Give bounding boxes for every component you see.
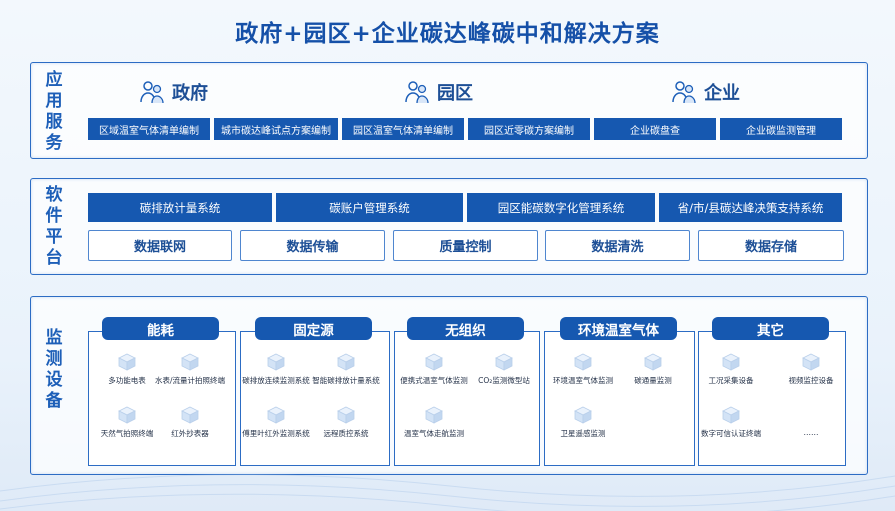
device-cube-icon <box>337 406 355 424</box>
device-group-title: 环境温室气体 <box>560 317 677 340</box>
application-services-label: 应用服务 <box>45 70 63 153</box>
device-item-label: 红外抄表器 <box>171 429 209 438</box>
device-item-label: 便携式温室气体监测 <box>400 376 468 385</box>
page-title: 政府+园区+企业碳达峰碳中和解决方案 <box>235 21 660 47</box>
device-item-label: CO₂监测微型站 <box>478 376 530 385</box>
device-cube-icon <box>574 406 592 424</box>
device-item[interactable]: 温室气体走航监测 <box>395 405 473 439</box>
device-cube-icon <box>118 353 136 371</box>
category-label: 企业 <box>704 83 740 104</box>
app-button-regional-ghg[interactable]: 区域温室气体清单编制 <box>88 118 210 140</box>
data-storage-button[interactable]: 数据存储 <box>698 230 844 261</box>
device-item[interactable]: 卫星遥感监测 <box>544 405 622 439</box>
app-button-city-peak[interactable]: 城市碳达峰试点方案编制 <box>214 118 338 140</box>
device-cube-icon <box>802 353 820 371</box>
device-item[interactable]: 视频监控设备 <box>772 352 850 386</box>
background-wave-pattern <box>0 474 895 511</box>
device-item[interactable]: 多功能电表 <box>88 352 166 386</box>
device-item-label: 傅里叶红外监测系统 <box>242 429 310 438</box>
system-decision-support[interactable]: 省/市/县碳达峰决策支持系统 <box>659 193 842 222</box>
device-item-label: 数字可信认证终端 <box>701 429 761 438</box>
device-group-fugitive <box>394 331 540 466</box>
device-item-label: 水表/流量计拍照终端 <box>154 376 226 385</box>
device-cube-icon <box>118 406 136 424</box>
device-cube-icon <box>267 406 285 424</box>
device-item[interactable]: 水表/流量计拍照终端 <box>151 352 229 386</box>
device-item-label: 环境温室气体监测 <box>553 376 613 385</box>
category-government: 政府 <box>138 78 208 106</box>
device-group-other <box>698 331 846 466</box>
device-cube-icon <box>337 353 355 371</box>
data-cleaning-button[interactable]: 数据清洗 <box>545 230 690 261</box>
system-carbon-metering[interactable]: 碳排放计量系统 <box>88 193 272 222</box>
device-item-label: 视频监控设备 <box>788 376 834 385</box>
system-park-digital[interactable]: 园区能碳数字化管理系统 <box>467 193 655 222</box>
device-item[interactable]: 环境温室气体监测 <box>544 352 622 386</box>
device-group-title: 固定源 <box>255 317 372 340</box>
device-group-env-ghg <box>544 331 695 466</box>
category-enterprise: 企业 <box>670 78 740 106</box>
app-button-park-ghg[interactable]: 园区温室气体清单编制 <box>342 118 464 140</box>
device-cube-icon <box>181 353 199 371</box>
quality-control-button[interactable]: 质量控制 <box>393 230 538 261</box>
system-carbon-account[interactable]: 碳账户管理系统 <box>276 193 463 222</box>
device-item-label: 温室气体走航监测 <box>404 429 464 438</box>
software-platform-label: 软件平台 <box>45 185 63 268</box>
device-item-label: 远程质控系统 <box>323 429 369 438</box>
device-cube-icon <box>644 353 662 371</box>
device-item[interactable]: 便携式温室气体监测 <box>395 352 473 386</box>
device-group-title: 其它 <box>712 317 829 340</box>
device-item-label: …… <box>803 428 819 437</box>
application-services-section <box>30 62 868 159</box>
device-item[interactable]: 碳通量监测 <box>614 352 692 386</box>
device-item[interactable]: …… <box>772 405 850 437</box>
device-cube-icon <box>425 353 443 371</box>
device-item[interactable]: 数字可信认证终端 <box>692 405 770 439</box>
device-item[interactable]: 远程质控系统 <box>307 405 385 439</box>
device-item-label: 卫星遥感监测 <box>560 429 606 438</box>
device-item-label: 天然气拍照终端 <box>100 429 154 438</box>
device-cube-icon <box>267 353 285 371</box>
data-transmission-button[interactable]: 数据传输 <box>240 230 385 261</box>
category-park: 园区 <box>403 78 473 106</box>
device-item[interactable]: 红外抄表器 <box>151 405 229 439</box>
category-label: 园区 <box>437 83 473 104</box>
device-item-label: 智能碳排放计量系统 <box>312 376 380 385</box>
people-icon <box>405 81 429 104</box>
data-networking-button[interactable]: 数据联网 <box>88 230 232 261</box>
app-button-enterprise-monitoring[interactable]: 企业碳监测管理 <box>720 118 842 140</box>
people-icon <box>672 81 696 104</box>
device-item-label: 多功能电表 <box>108 376 146 385</box>
device-group-energy <box>88 331 236 466</box>
device-item[interactable]: 碳排放连续监测系统 <box>237 352 315 386</box>
device-cube-icon <box>722 353 740 371</box>
device-item[interactable]: 智能碳排放计量系统 <box>307 352 385 386</box>
monitoring-devices-label: 监测设备 <box>45 328 63 411</box>
device-item-label: 碳通量监测 <box>634 376 672 385</box>
app-button-park-nearzero[interactable]: 园区近零碳方案编制 <box>468 118 590 140</box>
device-cube-icon <box>181 406 199 424</box>
device-group-fixed-source <box>240 331 390 466</box>
device-cube-icon <box>425 406 443 424</box>
device-group-title: 无组织 <box>407 317 524 340</box>
device-item[interactable]: 傅里叶红外监测系统 <box>237 405 315 439</box>
device-cube-icon <box>495 353 513 371</box>
device-cube-icon <box>722 406 740 424</box>
device-item[interactable]: CO₂监测微型站 <box>465 352 543 386</box>
device-cube-icon <box>574 353 592 371</box>
category-label: 政府 <box>172 83 208 104</box>
device-item[interactable]: 工况采集设备 <box>692 352 770 386</box>
device-item-label: 工况采集设备 <box>708 376 754 385</box>
device-item-label: 碳排放连续监测系统 <box>242 376 310 385</box>
people-icon <box>140 81 164 104</box>
app-button-enterprise-inventory[interactable]: 企业碳盘查 <box>594 118 716 140</box>
device-group-title: 能耗 <box>102 317 219 340</box>
device-item[interactable]: 天然气拍照终端 <box>88 405 166 439</box>
